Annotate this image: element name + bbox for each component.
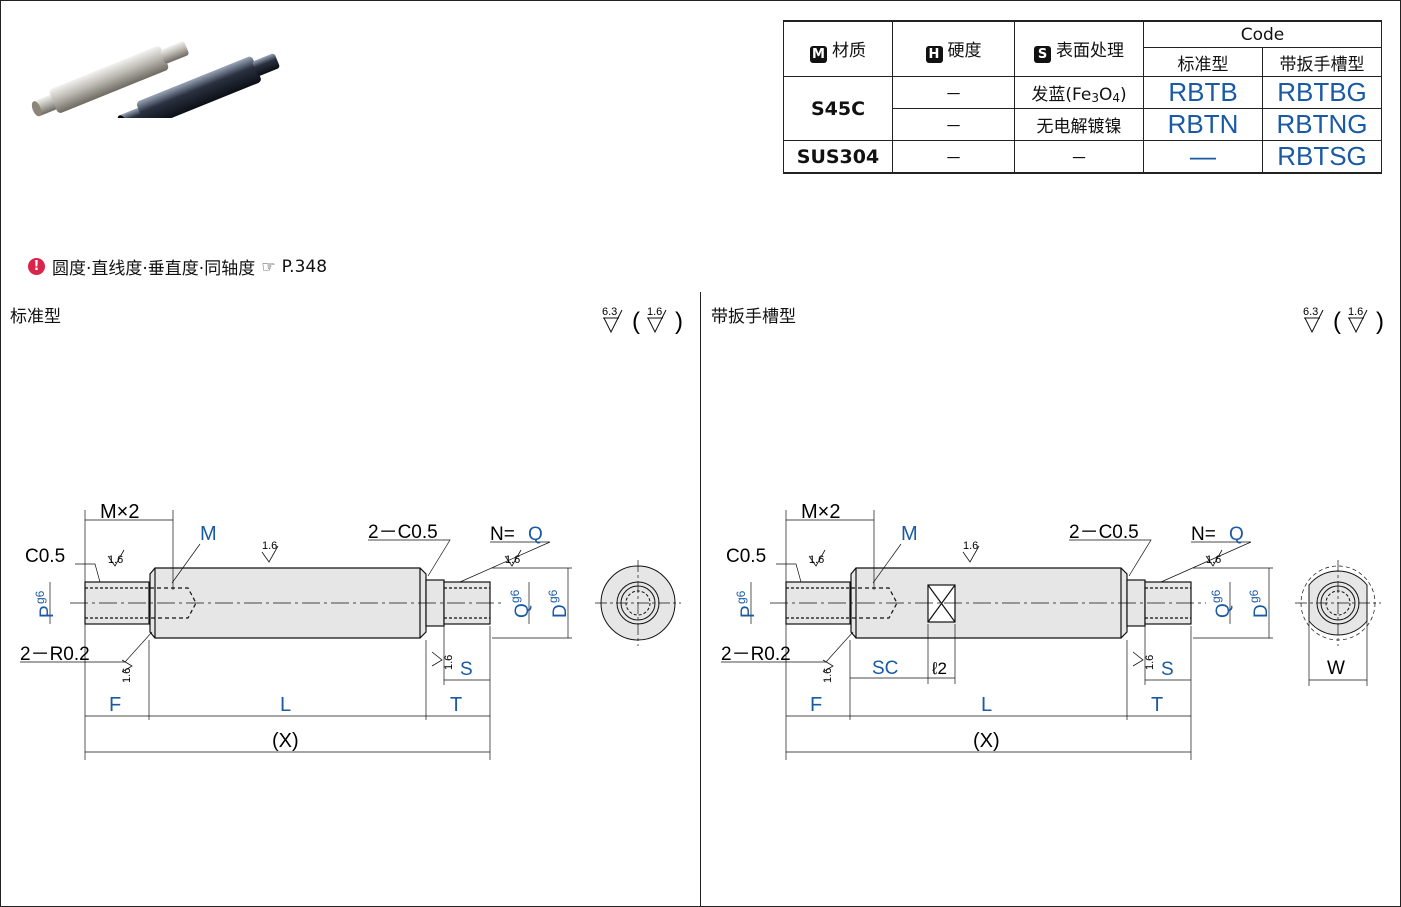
svg-text:Q: Q (1213, 603, 1234, 618)
svg-text:g6: g6 (1209, 589, 1223, 603)
svg-text:Q: Q (528, 524, 543, 545)
svg-text:SC: SC (872, 658, 898, 679)
code-header: Code (1143, 20, 1382, 49)
code-rbtbg[interactable]: RBTBG (1262, 76, 1382, 109)
roughness-symbol: 6.3 ( 1.6 ) (1303, 306, 1384, 335)
svg-text:M×2: M×2 (801, 501, 840, 523)
surface-cell: 无电解镀镍 (1014, 108, 1144, 141)
svg-text:D: D (1251, 604, 1272, 618)
wrench-type-drawing: M×2 M C0.5 2－C0.5 N= Q 1.6 1.6 1.6 2－R0.… (721, 501, 1381, 760)
svg-text:1.6: 1.6 (809, 554, 824, 566)
svg-text:P: P (37, 605, 58, 618)
code-rbtng[interactable]: RBTNG (1262, 108, 1382, 141)
svg-text:ℓ2: ℓ2 (931, 659, 947, 678)
svg-text:1.6: 1.6 (108, 554, 123, 566)
standard-type-drawing: M×2 M C0.5 2－C0.5 N= Q 1.6 1.6 1.6 2－R0.… (20, 501, 681, 760)
svg-text:2－R0.2: 2－R0.2 (20, 644, 90, 665)
svg-text:(X): (X) (973, 730, 1000, 752)
svg-text:F: F (810, 694, 822, 716)
svg-text:1.6: 1.6 (121, 668, 133, 683)
svg-text:W: W (1327, 658, 1345, 679)
svg-text:(: ( (632, 308, 640, 335)
standard-type-header: 标准型 (1143, 47, 1263, 77)
pointing-hand-icon: ☞ (261, 257, 276, 276)
svg-text:g6: g6 (546, 589, 560, 603)
svg-text:2－C0.5: 2－C0.5 (1069, 522, 1139, 543)
svg-text:1.6: 1.6 (647, 306, 662, 318)
svg-text:g6: g6 (1247, 589, 1261, 603)
svg-text:1.6: 1.6 (963, 540, 978, 552)
tolerance-note: ! 圆度·直线度·垂直度·同轴度 ☞ P.348 (28, 254, 327, 279)
svg-text:1.6: 1.6 (822, 668, 834, 683)
svg-text:(: ( (1333, 308, 1341, 335)
svg-text:2－C0.5: 2－C0.5 (368, 522, 438, 543)
surface-icon: S (1034, 45, 1051, 63)
material-icon: M (810, 45, 827, 63)
svg-text:N=: N= (490, 524, 515, 545)
svg-text:N=: N= (1191, 524, 1216, 545)
hardness-icon: H (925, 45, 943, 63)
svg-text:g6: g6 (508, 589, 522, 603)
svg-text:M: M (200, 523, 217, 545)
svg-text:6.3: 6.3 (1303, 306, 1318, 318)
material-s45c: S45C (783, 76, 893, 141)
svg-text:g6: g6 (33, 590, 47, 604)
code-rbtn[interactable]: RBTN (1143, 108, 1263, 141)
panel-divider (700, 292, 701, 906)
svg-text:Q: Q (1229, 524, 1244, 545)
svg-text:): ) (1376, 308, 1384, 335)
surface-cell: － (1014, 140, 1144, 174)
svg-text:D: D (550, 604, 571, 618)
standard-type-title: 标准型 (10, 307, 61, 327)
svg-text:S: S (460, 659, 473, 680)
code-none: — (1143, 140, 1263, 174)
svg-text:Q: Q (512, 603, 533, 618)
svg-text:(X): (X) (272, 730, 299, 752)
svg-text:2－R0.2: 2－R0.2 (721, 644, 791, 665)
svg-text:1.6: 1.6 (1144, 655, 1156, 670)
svg-text:L: L (280, 694, 291, 716)
hardness-cell: － (892, 140, 1015, 174)
svg-text:C0.5: C0.5 (726, 546, 766, 567)
exclamation-icon: ! (28, 258, 45, 275)
code-rbtb[interactable]: RBTB (1143, 76, 1263, 109)
hardness-cell: － (892, 76, 1015, 109)
svg-text:T: T (1151, 694, 1163, 716)
svg-text:g6: g6 (734, 590, 748, 604)
svg-text:1.6: 1.6 (443, 655, 455, 670)
svg-text:6.3: 6.3 (602, 306, 617, 318)
svg-text:S: S (1161, 659, 1174, 680)
product-photo (31, 41, 280, 118)
svg-text:1.6: 1.6 (1348, 306, 1363, 318)
svg-text:P: P (738, 605, 759, 618)
svg-text:1.6: 1.6 (505, 554, 520, 566)
hardness-cell: － (892, 108, 1015, 141)
wrench-type-header: 带扳手槽型 (1262, 47, 1382, 77)
code-rbtsg[interactable]: RBTSG (1262, 140, 1382, 174)
svg-text:M: M (901, 523, 918, 545)
wrench-type-title: 带扳手槽型 (711, 307, 796, 327)
svg-text:L: L (981, 694, 992, 716)
surface-cell: 发蓝(Fe3O4) (1014, 76, 1144, 109)
svg-text:T: T (450, 694, 462, 716)
svg-text:C0.5: C0.5 (25, 546, 65, 567)
svg-text:M×2: M×2 (100, 501, 139, 523)
svg-text:1.6: 1.6 (1206, 554, 1221, 566)
svg-text:): ) (675, 308, 683, 335)
page-reference-link[interactable]: P.348 (281, 256, 328, 277)
material-sus304: SUS304 (783, 140, 893, 174)
svg-text:1.6: 1.6 (262, 540, 277, 552)
svg-text:F: F (109, 694, 121, 716)
roughness-symbol: 6.3 ( 1.6 ) (602, 306, 683, 335)
